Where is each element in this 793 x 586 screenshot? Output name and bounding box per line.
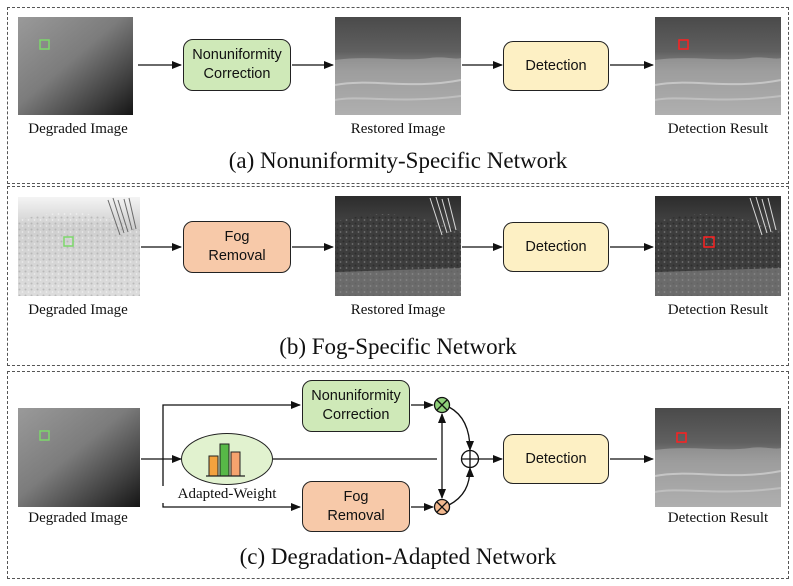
panel-a-target-marker bbox=[39, 39, 50, 50]
panel-a-detection-box bbox=[678, 39, 689, 50]
panel-b-result-label: Detection Result bbox=[667, 302, 769, 318]
detection-block-a: Detection bbox=[503, 41, 609, 91]
panel-c-result-image bbox=[654, 408, 782, 507]
panel-a-degraded-image bbox=[18, 17, 133, 115]
nonuniformity-correction-label-a: Nonuniformity Correction bbox=[192, 47, 282, 82]
panel-a-result-image bbox=[654, 17, 782, 115]
panel-a-input-label: Degraded Image bbox=[28, 121, 128, 137]
panel-b-frame bbox=[7, 186, 789, 366]
detection-block-c: Detection bbox=[503, 434, 609, 484]
nonuniformity-correction-block-a: Nonuniformity Correction bbox=[183, 39, 291, 91]
panel-c-connectors bbox=[141, 401, 654, 511]
panel-a-caption: (a) Nonuniformity-Specific Network bbox=[228, 148, 568, 173]
panel-b-restored-image bbox=[335, 196, 461, 296]
panel-b-restored-label: Restored Image bbox=[350, 302, 446, 318]
panel-a-restored-label: Restored Image bbox=[350, 121, 446, 137]
panel-b-caption: (b) Fog-Specific Network bbox=[279, 334, 517, 359]
panel-c-caption: (c) Degradation-Adapted Network bbox=[239, 544, 557, 569]
panel-b-input-label: Degraded Image bbox=[28, 302, 128, 318]
sum-node bbox=[460, 449, 480, 469]
detection-label-c: Detection bbox=[525, 450, 587, 467]
histogram-icon bbox=[206, 443, 245, 477]
panel-c-target-marker bbox=[39, 430, 50, 441]
panel-c-result-label: Detection Result bbox=[667, 510, 769, 526]
panel-c-degraded-image bbox=[18, 408, 140, 507]
detection-block-b: Detection bbox=[503, 222, 609, 272]
panel-b-target-marker bbox=[63, 236, 74, 247]
fog-removal-label-c: Fog Removal bbox=[327, 488, 385, 524]
multiply-node-top bbox=[433, 396, 451, 414]
panel-c-input-label: Degraded Image bbox=[28, 510, 128, 526]
panel-b-detection-box bbox=[703, 236, 715, 248]
panel-c-detection-box bbox=[676, 432, 687, 443]
panel-c-frame bbox=[7, 371, 789, 579]
adapted-weight-label: Adapted-Weight bbox=[160, 486, 294, 503]
panel-b-result-image bbox=[655, 196, 781, 296]
panel-b-degraded-image bbox=[18, 197, 140, 296]
fog-removal-block-c: Fog Removal bbox=[302, 481, 410, 532]
detection-label-b: Detection bbox=[525, 238, 587, 255]
fog-removal-label-b: Fog Removal bbox=[208, 229, 266, 264]
multiply-node-bottom bbox=[433, 498, 451, 516]
panel-a-restored-image bbox=[334, 17, 462, 115]
panel-a-result-label: Detection Result bbox=[667, 121, 769, 137]
nonuniformity-correction-label-c: Nonuniformity Correction bbox=[311, 388, 401, 423]
nonuniformity-correction-block-c: Nonuniformity Correction bbox=[302, 380, 410, 432]
panel-a-frame bbox=[7, 7, 789, 184]
detection-label-a: Detection bbox=[525, 57, 587, 74]
fog-removal-block-b: Fog Removal bbox=[183, 221, 291, 273]
